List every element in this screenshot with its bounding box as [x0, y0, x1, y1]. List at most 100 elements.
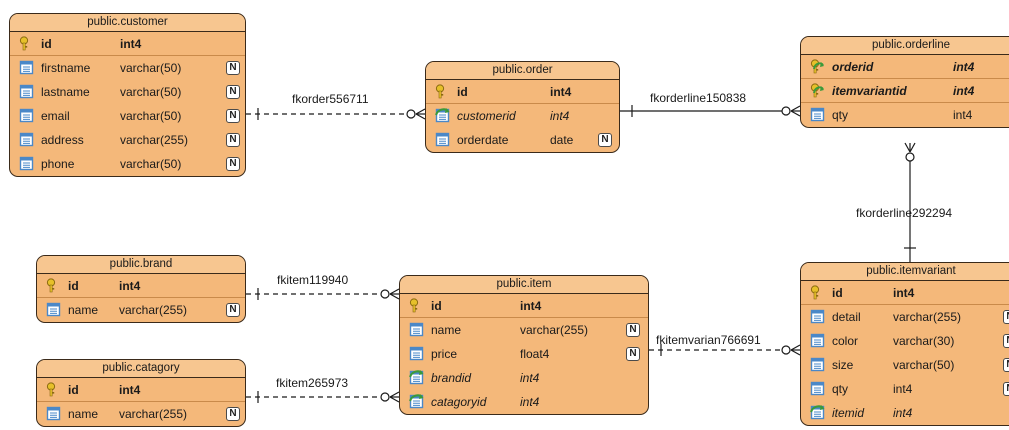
nullable-icon: N — [626, 347, 640, 361]
zero-or-many-marker — [781, 344, 801, 356]
column-type: int4 — [119, 383, 141, 397]
nullable-icon: N — [226, 85, 240, 99]
column-row-itemid[interactable]: itemid int4 — [801, 401, 1009, 425]
column-name: qty — [832, 382, 849, 396]
column-name: phone — [41, 157, 75, 171]
column-type: varchar(50) — [120, 61, 182, 75]
column-type: varchar(255) — [119, 407, 188, 421]
column-type: int4 — [893, 382, 913, 396]
nullable-icon: N — [598, 133, 612, 147]
column-icon — [409, 322, 424, 337]
primary-key-icon — [435, 84, 450, 99]
column-icon — [46, 302, 61, 317]
column-name: orderid — [832, 60, 874, 74]
primary-key-icon — [46, 278, 61, 293]
nullable-icon: N — [1003, 334, 1009, 348]
column-row-color[interactable]: color varchar(30) N — [801, 329, 1009, 353]
column-type: varchar(50) — [893, 358, 955, 372]
column-icon — [19, 132, 34, 147]
relationship-label-fkorder556711[interactable]: fkorder556711 — [292, 92, 369, 106]
column-type: int4 — [953, 60, 975, 74]
primary-key-icon — [46, 382, 61, 397]
zero-or-many-marker — [781, 105, 801, 117]
relationship-label-fkorderline150838[interactable]: fkorderline150838 — [650, 91, 747, 105]
column-icon — [810, 107, 825, 122]
primary-foreign-key-icon — [810, 59, 825, 74]
column-name: detail — [832, 310, 861, 324]
primary-key-icon — [810, 285, 825, 300]
column-type: varchar(255) — [120, 133, 189, 147]
column-type: varchar(30) — [893, 334, 955, 348]
column-type: varchar(255) — [119, 303, 188, 317]
column-name: qty — [832, 108, 849, 122]
column-row-qty[interactable]: qtyint4N — [801, 103, 1009, 127]
column-name: id — [832, 286, 843, 300]
zero-or-many-marker — [904, 142, 916, 162]
entity-title: public.brand — [37, 256, 245, 274]
primary-key-icon — [409, 298, 424, 313]
column-name: name — [68, 407, 99, 421]
column-name: size — [832, 358, 854, 372]
column-type: varchar(50) — [120, 85, 182, 99]
zero-or-many-marker — [380, 288, 400, 300]
column-type: int4 — [550, 109, 570, 123]
column-type: varchar(50) — [120, 109, 182, 123]
nullable-icon: N — [226, 157, 240, 171]
column-type: int4 — [953, 108, 973, 122]
entity-title: public.itemvariant — [801, 263, 1009, 281]
relationship-label-fkorderline292294[interactable]: fkorderline292294 — [856, 206, 953, 220]
column-type: int4 — [120, 37, 142, 51]
relationship-label-fkitemvarian766691[interactable]: fkitemvarian766691 — [656, 333, 761, 347]
relationship-label-fkitem265973[interactable]: fkitem265973 — [276, 376, 349, 390]
column-icon — [810, 309, 825, 324]
column-type: int4 — [893, 406, 913, 420]
entity-title: public.customer — [10, 14, 245, 32]
nullable-icon: N — [226, 61, 240, 75]
column-name: itemid — [832, 406, 865, 420]
column-row-price[interactable]: price float4 N — [400, 342, 648, 366]
column-name: id — [457, 85, 468, 99]
column-name: lastname — [41, 85, 90, 99]
column-name: color — [832, 334, 859, 348]
column-row-qty[interactable]: qtyint4N — [801, 377, 1009, 401]
column-icon — [19, 60, 34, 75]
column-icon — [19, 108, 34, 123]
relationship-label-fkitem119940[interactable]: fkitem119940 — [277, 273, 349, 287]
column-type: int4 — [520, 299, 542, 313]
foreign-key-column-icon — [435, 108, 450, 123]
nullable-icon: N — [1003, 310, 1009, 324]
column-row-orderid[interactable]: orderid int4 — [801, 55, 1009, 79]
column-type: float4 — [520, 347, 550, 361]
column-row-lastname[interactable]: lastname varchar(50) N — [10, 80, 245, 104]
nullable-icon: N — [226, 303, 240, 317]
foreign-key-column-icon — [409, 370, 424, 385]
column-name: price — [431, 347, 458, 361]
